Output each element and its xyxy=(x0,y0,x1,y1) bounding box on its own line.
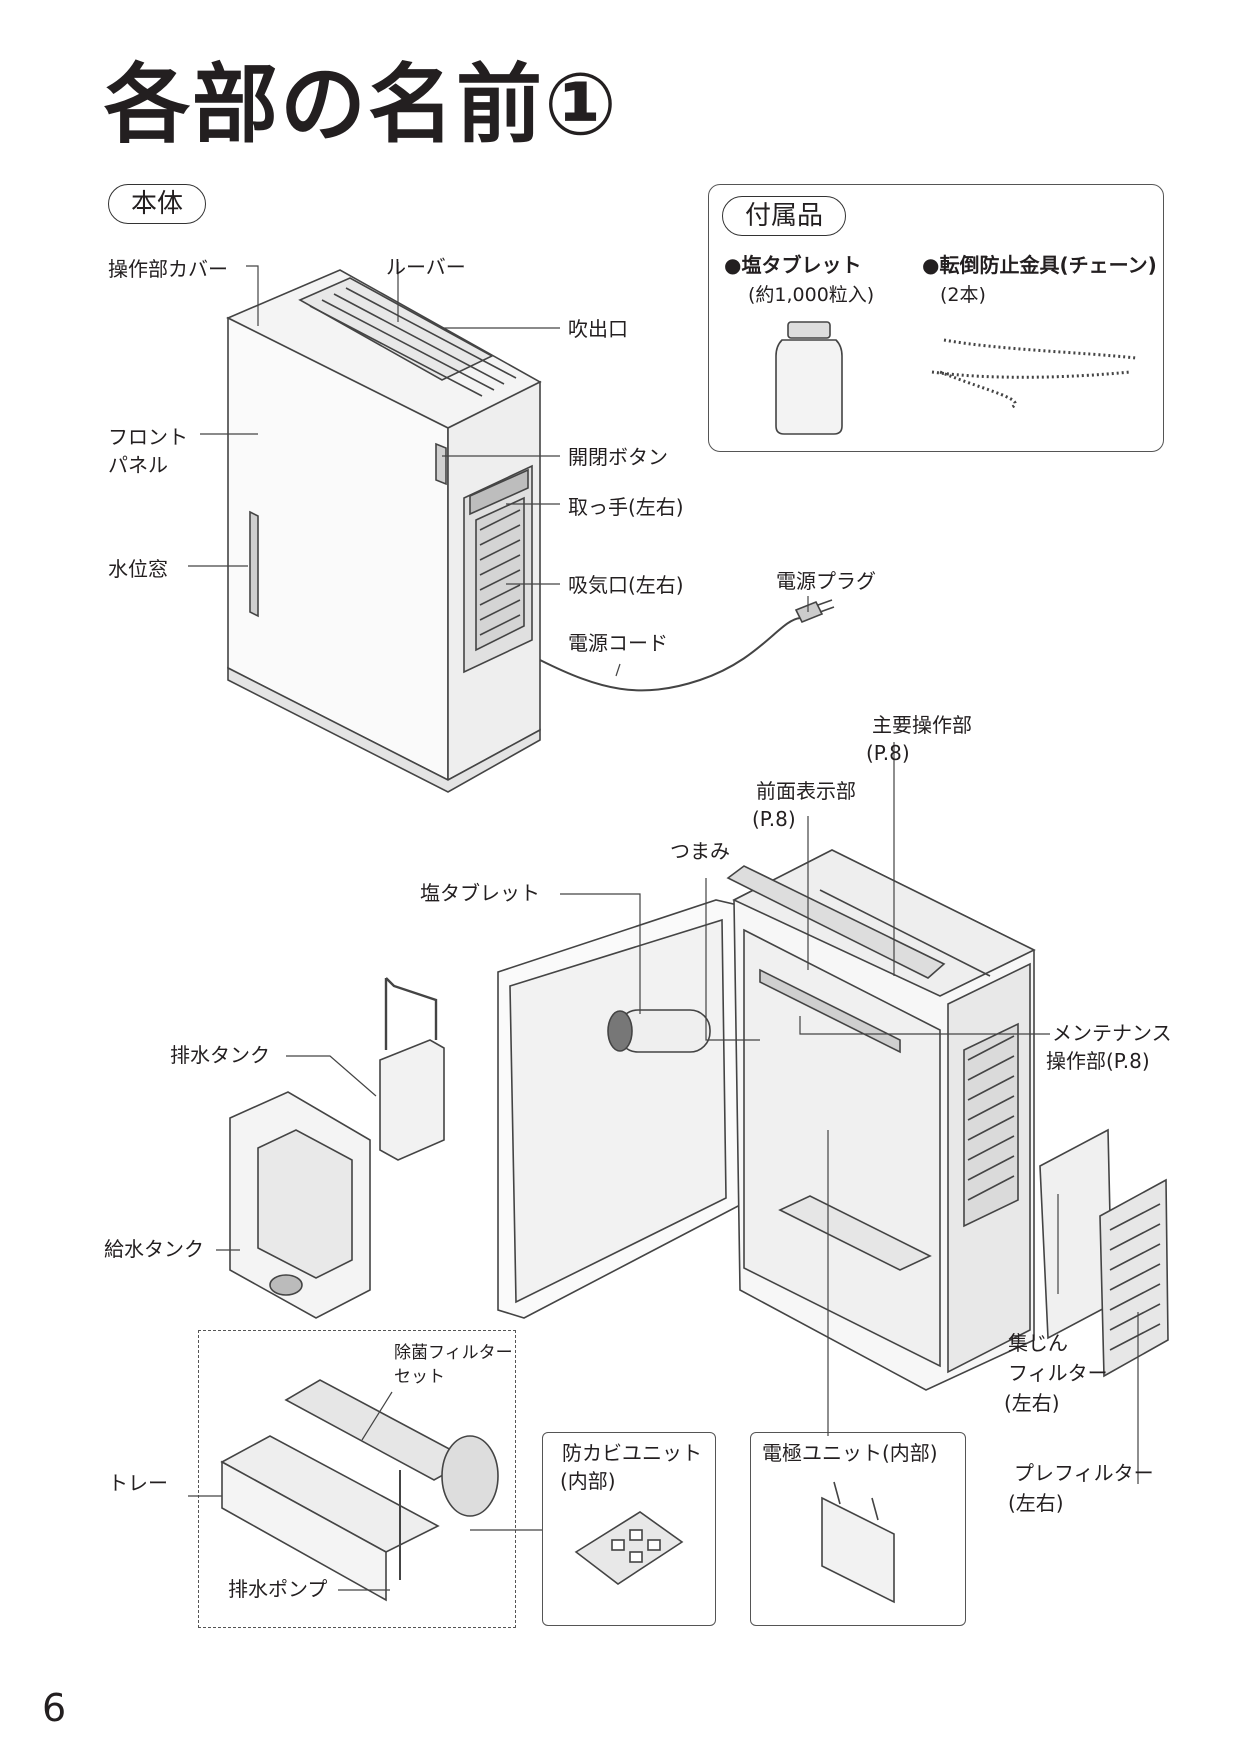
antimold-box xyxy=(542,1432,716,1626)
electrode-unit-drawing xyxy=(821,1481,895,1604)
label-front-display: 前面表示部 xyxy=(756,779,856,803)
label-knob: つまみ xyxy=(670,839,730,863)
drain-tank-drawing xyxy=(379,977,445,1161)
accessories-box xyxy=(708,184,1164,452)
label-handle: 取っ手(左右) xyxy=(568,495,684,519)
label-prefilter-2: (左右) xyxy=(1008,1491,1064,1515)
section-accessories: 付属品 xyxy=(722,196,847,236)
label-sterilize-filter-1: 除菌フィルター xyxy=(394,1343,513,1363)
accessory-salt-detail: (約1,000粒入) xyxy=(748,284,875,306)
label-main-ops: 主要操作部 xyxy=(872,713,972,737)
supply-tank-drawing xyxy=(229,1091,371,1319)
page-title: 各部の名前① xyxy=(104,55,619,155)
label-outlet: 吹出口 xyxy=(568,317,628,341)
label-open-button: 開閉ボタン xyxy=(568,445,668,469)
label-front-panel-1: フロント xyxy=(108,425,188,449)
open-unit-drawing xyxy=(497,849,1169,1391)
label-salt-tablet: 塩タブレット xyxy=(420,881,540,905)
electrode-box xyxy=(750,1432,966,1626)
main-unit-drawing xyxy=(226,269,835,793)
label-supply-tank: 給水タンク xyxy=(104,1237,204,1261)
label-dust-filter-2: フィルター xyxy=(1008,1361,1108,1385)
section-main-unit: 本体 xyxy=(108,184,207,224)
tray-group-box xyxy=(198,1330,516,1628)
tray-drawing xyxy=(220,1379,499,1602)
label-louver: ルーバー xyxy=(386,255,466,279)
label-antimold-2: (内部) xyxy=(560,1469,616,1493)
label-water-window: 水位窓 xyxy=(108,557,168,581)
accessory-drawings xyxy=(775,321,1137,435)
label-maintenance-ops-2: 操作部(P.8) xyxy=(1046,1049,1150,1073)
label-sterilize-filter-2: セット xyxy=(394,1367,445,1387)
label-dust-filter-1: 集じん xyxy=(1008,1331,1068,1355)
label-drain-pump: 排水ポンプ xyxy=(228,1577,328,1601)
label-electrode: 電極ユニット(内部) xyxy=(762,1441,938,1465)
label-main-ops-ref: (P.8) xyxy=(866,741,910,765)
antimold-unit-drawing xyxy=(574,1511,684,1585)
label-power-plug: 電源プラグ xyxy=(776,569,876,593)
accessory-salt-name: ●塩タブレット xyxy=(724,253,862,277)
label-dust-filter-3: (左右) xyxy=(1004,1391,1060,1415)
label-front-display-ref: (P.8) xyxy=(752,807,796,831)
label-power-cord: 電源コード xyxy=(568,631,668,655)
label-tray: トレー xyxy=(108,1471,168,1495)
page-number: 6 xyxy=(42,1686,67,1730)
label-drain-tank: 排水タンク xyxy=(170,1043,270,1067)
accessory-chain-detail: (2本) xyxy=(940,284,986,306)
label-prefilter-1: プレフィルター xyxy=(1014,1461,1154,1485)
accessory-chain-name: ●転倒防止金具(チェーン) xyxy=(922,253,1157,277)
label-front-panel-2: パネル xyxy=(108,453,168,477)
label-maintenance-ops-1: メンテナンス xyxy=(1052,1021,1172,1045)
label-antimold-1: 防カビユニット xyxy=(562,1441,702,1465)
label-intake: 吸気口(左右) xyxy=(568,573,684,597)
label-operation-cover: 操作部カバー xyxy=(108,257,228,281)
